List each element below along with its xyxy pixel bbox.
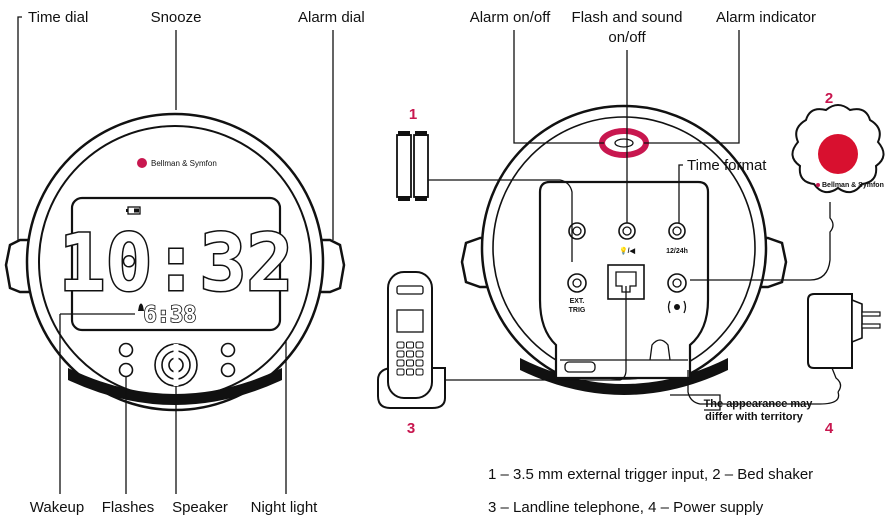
label-speaker: Speaker bbox=[172, 499, 228, 516]
callout-3: 3 bbox=[407, 420, 415, 437]
front-view: Bellman & Symfon 10:32 6:38 bbox=[4, 112, 346, 412]
label-snooze: Snooze bbox=[151, 9, 202, 26]
external-trigger-sensor bbox=[396, 131, 429, 201]
back-leaders bbox=[513, 30, 740, 411]
trigger-cable bbox=[428, 179, 573, 262]
night-light-top bbox=[220, 342, 236, 358]
flash-sound-switch-icon: 💡/◀ bbox=[619, 246, 636, 255]
display-time: 10:32 bbox=[59, 219, 294, 309]
front-leaders bbox=[17, 16, 334, 494]
brand-text: Bellman & Symfon bbox=[151, 159, 217, 168]
legend-line-1: 1 – 3.5 mm external trigger input, 2 – B… bbox=[488, 466, 813, 483]
night-light-bottom bbox=[220, 362, 236, 378]
landline-telephone bbox=[377, 271, 446, 409]
keypad-key bbox=[415, 359, 424, 367]
keypad-key bbox=[406, 368, 414, 376]
telephone-keypad bbox=[396, 341, 424, 376]
label-flash-sound-2: on/off bbox=[608, 29, 646, 46]
keypad-key bbox=[415, 341, 424, 349]
label-alarm-dial: Alarm dial bbox=[298, 9, 365, 26]
ext-trig-label-2: TRIG bbox=[569, 307, 586, 314]
bed-shaker: Bellman & Symfon bbox=[791, 104, 885, 194]
keypad-key bbox=[406, 350, 414, 358]
power-supply bbox=[807, 293, 881, 393]
shaker-cable bbox=[690, 202, 834, 281]
back-view: 💡/◀ 12/24h EXT. TRIG bbox=[460, 104, 788, 395]
keypad-key bbox=[396, 359, 405, 367]
time-format-switch-label: 12/24h bbox=[666, 248, 688, 255]
vibration-icon bbox=[667, 300, 687, 314]
label-time-dial: Time dial bbox=[28, 9, 88, 26]
alarm-on-off-button bbox=[599, 128, 649, 158]
wakeup-light-top bbox=[118, 342, 134, 358]
lcd-display bbox=[70, 196, 282, 332]
label-alarm-on-off: Alarm on/off bbox=[470, 9, 551, 26]
label-night-light: Night light bbox=[251, 499, 319, 516]
shaker-button bbox=[818, 134, 858, 174]
label-flash-sound-1: Flash and sound bbox=[572, 9, 683, 26]
callout-1: 1 bbox=[409, 106, 417, 123]
keypad-key bbox=[406, 341, 414, 349]
label-flashes: Flashes bbox=[102, 499, 155, 516]
legend-line-2: 3 – Landline telephone, 4 – Power supply bbox=[488, 499, 764, 516]
display-alarm-time: 6:38 bbox=[144, 303, 197, 328]
callout-4: 4 bbox=[825, 420, 834, 437]
keypad-key bbox=[406, 359, 414, 367]
keypad-key bbox=[396, 341, 405, 349]
keypad-key bbox=[415, 350, 424, 358]
speaker-icon bbox=[154, 343, 198, 387]
label-wakeup: Wakeup bbox=[30, 499, 84, 516]
label-alarm-indicator: Alarm indicator bbox=[716, 9, 816, 26]
brand-logo-icon bbox=[137, 158, 147, 168]
bell-icon bbox=[138, 303, 144, 311]
time-format-switch bbox=[668, 222, 686, 240]
flash-sound-switch bbox=[568, 222, 586, 240]
shaker-brand-text: Bellman & Symfon bbox=[822, 182, 884, 189]
keypad-key bbox=[396, 350, 405, 358]
wakeup-light-bottom bbox=[118, 362, 134, 378]
flash-sound-switch-main bbox=[618, 222, 636, 240]
callout-2: 2 bbox=[825, 90, 833, 107]
label-time-format: Time format bbox=[687, 157, 767, 174]
keypad-key bbox=[415, 368, 424, 376]
label-appearance-2: differ with territory bbox=[705, 411, 804, 423]
clock-base bbox=[68, 368, 282, 405]
ext-trig-label-1: EXT. bbox=[570, 298, 585, 305]
battery-icon bbox=[126, 206, 141, 215]
phone-cable bbox=[445, 286, 627, 381]
power-cable bbox=[687, 370, 840, 405]
keypad-key bbox=[396, 368, 405, 376]
